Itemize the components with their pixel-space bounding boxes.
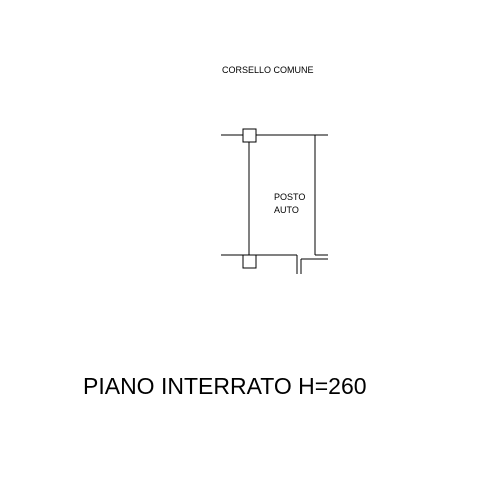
corridor-label: CORSELLO COMUNE — [222, 65, 314, 75]
pillar-bottom — [242, 254, 257, 269]
pillar-top — [242, 128, 257, 143]
parking-label-line2: AUTO — [274, 205, 299, 215]
parking-label-line1: POSTO — [274, 192, 305, 202]
floor-title: PIANO INTERRATO H=260 — [83, 373, 367, 399]
